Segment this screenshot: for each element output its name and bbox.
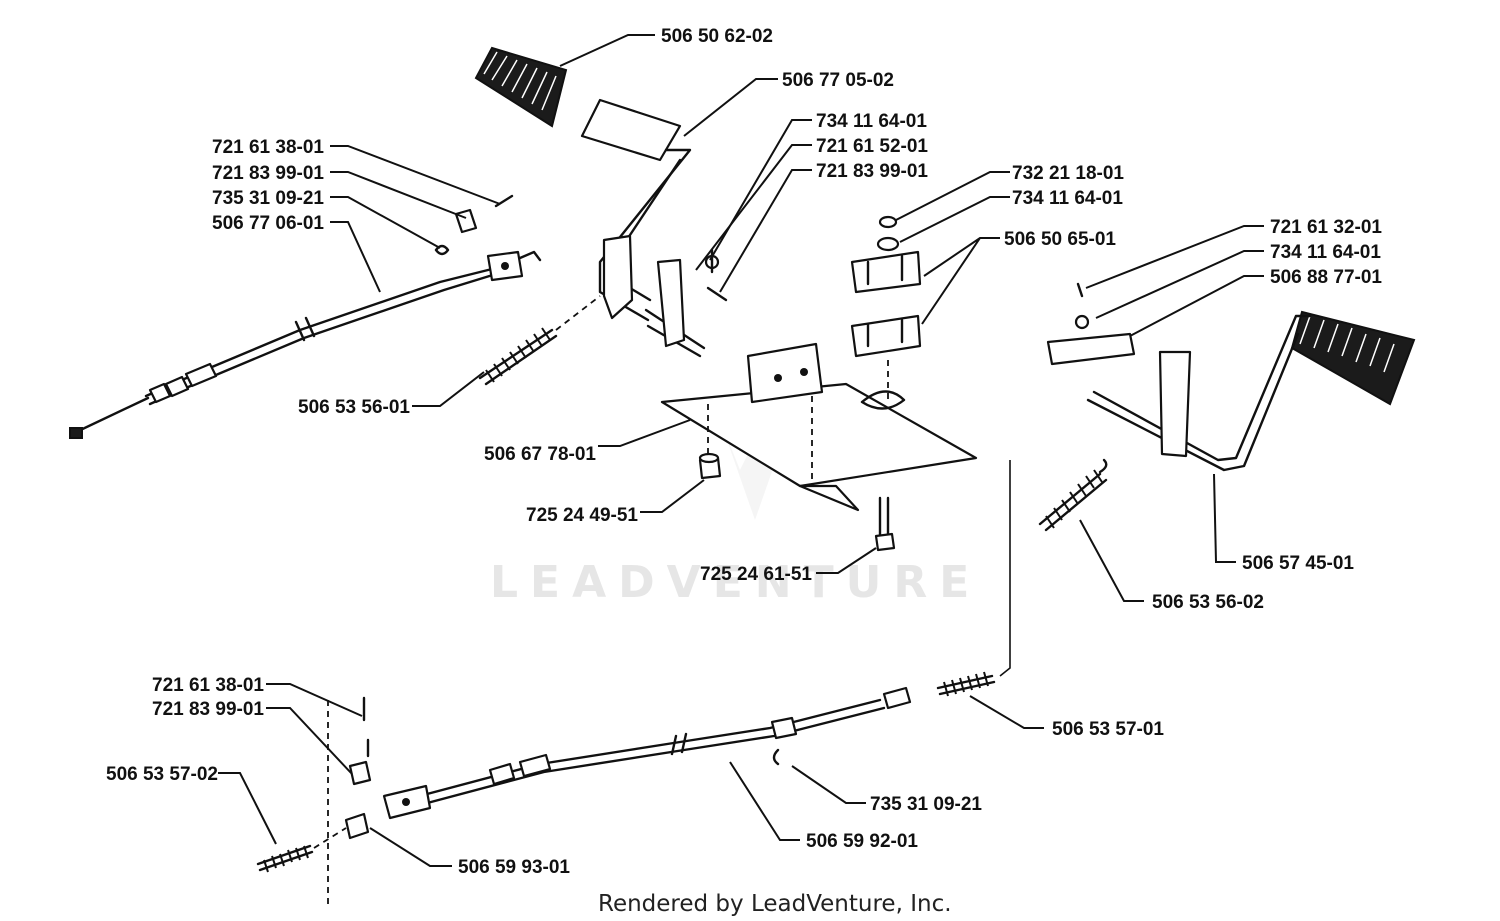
cable-506-59-92-01	[410, 686, 912, 808]
label-506-59-92-01: 506 59 92-01	[806, 831, 918, 852]
label-506-67-78-01: 506 67 78-01	[484, 444, 596, 465]
label-506-59-93-01: 506 59 93-01	[458, 857, 570, 878]
leader-lines	[218, 34, 1264, 867]
label-721-61-32-01: 721 61 32-01	[1270, 217, 1382, 238]
right-pedal-pad	[1290, 310, 1416, 406]
label-732-21-18-01: 732 21 18-01	[1012, 163, 1124, 184]
label-734-11-64-01-c: 734 11 64-01	[1270, 242, 1381, 263]
mounting-plate-506-67-78-01	[660, 342, 978, 512]
label-506-53-56-02: 506 53 56-02	[1152, 592, 1264, 613]
small-parts-left-top	[434, 194, 514, 256]
bolt-725-24-61-51	[874, 496, 896, 552]
label-506-88-77-01: 506 88 77-01	[1270, 267, 1382, 288]
label-506-53-56-01: 506 53 56-01	[298, 397, 410, 418]
label-721-83-99-01-c: 721 83 99-01	[152, 699, 264, 720]
spring-506-53-56-01	[478, 295, 601, 386]
pedal-arm-bracket	[580, 98, 706, 358]
label-506-53-57-02: 506 53 57-02	[106, 764, 218, 785]
label-506-57-45-01: 506 57 45-01	[1242, 553, 1354, 574]
label-734-11-64-01-b: 734 11 64-01	[1012, 188, 1123, 209]
label-721-61-52-01: 721 61 52-01	[816, 136, 928, 157]
cable-506-77-06-01	[69, 266, 498, 439]
watermark-logo	[720, 420, 790, 520]
spring-506-53-57-02	[256, 827, 347, 873]
label-506-77-05-02: 506 77 05-02	[782, 70, 894, 91]
cable-hook-line	[999, 460, 1011, 677]
spring-506-53-57-01	[936, 671, 996, 697]
watermark-text: LEADVENTURE	[490, 557, 981, 608]
bolt-725-24-49-51	[698, 452, 722, 480]
part-labels: 506 50 62-02 506 77 05-02 734 11 64-01 7…	[106, 26, 1382, 878]
label-735-31-09-21-b: 735 31 09-21	[870, 794, 982, 815]
small-parts-bottom-left	[344, 696, 780, 840]
label-721-61-38-01-b: 721 61 38-01	[152, 675, 264, 696]
label-725-24-61-51: 725 24 61-51	[700, 564, 812, 585]
bolt-pin-734	[704, 248, 728, 302]
label-734-11-64-01-a: 734 11 64-01	[816, 111, 927, 132]
label-506-50-65-01: 506 50 65-01	[1004, 229, 1116, 250]
spring-506-53-56-02	[1038, 458, 1108, 532]
stop-block-bottom	[850, 314, 922, 400]
label-506-77-06-01: 506 77 06-01	[212, 213, 324, 234]
clevis-bottom-left	[382, 784, 432, 820]
label-506-50-62-02: 506 50 62-02	[661, 26, 773, 47]
clevis-left-top	[486, 250, 542, 282]
footer-credit: Rendered by LeadVenture, Inc.	[598, 891, 952, 917]
label-735-31-09-21-a: 735 31 09-21	[212, 188, 324, 209]
brake-pedal-pad	[474, 46, 568, 128]
label-721-83-99-01-a: 721 83 99-01	[816, 161, 928, 182]
label-506-53-57-01: 506 53 57-01	[1052, 719, 1164, 740]
label-721-83-99-01-b: 721 83 99-01	[212, 163, 324, 184]
stop-block-top	[850, 215, 922, 294]
right-pedal-arm	[1046, 282, 1312, 472]
label-725-24-49-51: 725 24 49-51	[526, 505, 638, 526]
label-721-61-38-01-a: 721 61 38-01	[212, 137, 324, 158]
